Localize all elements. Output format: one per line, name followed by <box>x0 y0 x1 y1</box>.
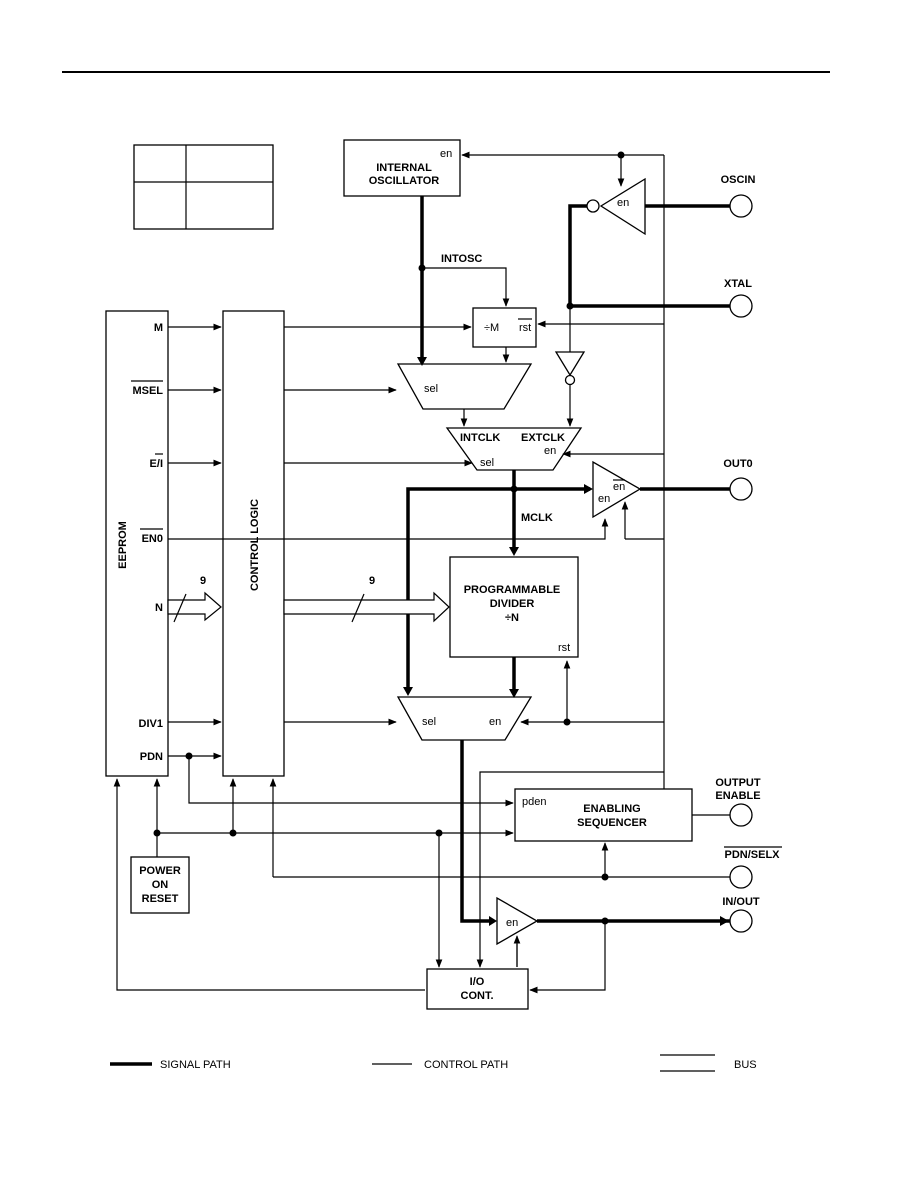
pin-oscin-label: OSCIN <box>721 174 756 186</box>
prog-div-label-3: ÷N <box>505 612 519 624</box>
out0-buffer: en en <box>592 460 642 519</box>
pin-pdn-selx-label: PDN/SELX <box>724 849 780 861</box>
seq-label-1: ENABLING <box>583 803 640 815</box>
control-logic-block: CONTROL LOGIC <box>222 310 285 777</box>
pin-xtal: XTAL <box>724 278 753 318</box>
eeprom-pin-en0: EN0 <box>142 533 163 545</box>
eeprom-label: EEPROM <box>117 521 129 569</box>
intosc-label: INTOSC <box>441 253 482 265</box>
bus-width-1: 9 <box>200 575 206 587</box>
pin-pdn-selx: PDN/SELX <box>724 846 782 889</box>
mux-out: sel en <box>396 696 533 741</box>
junction-dots <box>153 151 625 925</box>
pin-output-enable-label-1: OUTPUT <box>715 777 761 789</box>
internal-osc-label-1: INTERNAL <box>376 162 432 174</box>
internal-osc-label-2: OSCILLATOR <box>369 175 440 187</box>
power-on-reset: POWER ON RESET <box>130 856 190 914</box>
mux-sel: sel <box>396 363 533 410</box>
pin-in-out-label: IN/OUT <box>722 896 760 908</box>
pin-output-enable-label-2: ENABLE <box>715 790 760 802</box>
legend-signal-path: SIGNAL PATH <box>160 1059 231 1071</box>
io-cont-label-1: I/O <box>470 976 485 988</box>
mux-sel-label: sel <box>424 383 438 395</box>
mux-out-en: en <box>489 716 501 728</box>
io-controller: I/O CONT. <box>426 968 529 1010</box>
oscin-buffer-en: en <box>617 197 629 209</box>
seq-label-2: SEQUENCER <box>577 817 647 829</box>
pin-xtal-label: XTAL <box>724 278 752 290</box>
legend: SIGNAL PATH CONTROL PATH BUS <box>110 1054 757 1072</box>
pin-out0: OUT0 <box>723 458 753 501</box>
inout-buffer-en: en <box>506 917 518 929</box>
legend-control-path: CONTROL PATH <box>424 1059 508 1071</box>
eeprom-pin-m: M <box>154 322 163 334</box>
prog-div-rst: rst <box>558 642 570 654</box>
bus-width-2: 9 <box>369 575 375 587</box>
pin-out0-label: OUT0 <box>723 458 752 470</box>
intclk-label: INTCLK <box>460 432 500 444</box>
control-paths <box>113 151 730 994</box>
xtal-buffer <box>554 351 586 386</box>
prog-div-label-1: PROGRAMMABLE <box>464 584 561 596</box>
programmable-divider: PROGRAMMABLE DIVIDER ÷N rst <box>449 556 579 658</box>
internal-oscillator: INTERNAL OSCILLATOR en <box>343 139 461 197</box>
oscin-buffer: en <box>586 177 646 236</box>
divide-m-label: ÷M <box>484 322 499 334</box>
eeprom-pin-ei: E/I <box>150 458 163 470</box>
pin-output-enable: OUTPUT ENABLE <box>715 777 761 827</box>
pin-in-out: IN/OUT <box>722 896 760 933</box>
eeprom-pin-div1: DIV1 <box>139 718 163 730</box>
legend-bus: BUS <box>734 1059 757 1071</box>
signal-arrowheads <box>403 357 729 926</box>
eeprom-pin-pdn: PDN <box>140 751 163 763</box>
eeprom-block: EEPROM M MSEL E/I EN0 N DIV1 PDN <box>105 310 169 777</box>
enabling-sequencer: pden ENABLING SEQUENCER <box>514 788 693 842</box>
prog-div-label-2: DIVIDER <box>490 598 535 610</box>
mux-out-sel: sel <box>422 716 436 728</box>
empty-table <box>133 144 274 230</box>
eeprom-pin-n: N <box>155 602 163 614</box>
bus-n-divider: 9 <box>283 575 450 623</box>
out0-buffer-en-1: en <box>613 481 625 493</box>
out0-buffer-en-2: en <box>598 493 610 505</box>
control-logic-label: CONTROL LOGIC <box>249 499 261 591</box>
pin-oscin: OSCIN <box>721 174 756 218</box>
seq-pden: pden <box>522 796 546 808</box>
por-label-2: ON <box>152 879 169 891</box>
eeprom-pin-msel: MSEL <box>132 385 163 397</box>
io-cont-label-2: CONT. <box>461 990 494 1002</box>
divide-m-block: ÷M rst <box>472 307 537 348</box>
mux-clk: INTCLK EXTCLK en sel <box>445 427 583 471</box>
por-label-1: POWER <box>139 865 181 877</box>
extclk-label: EXTCLK <box>521 432 565 444</box>
por-label-3: RESET <box>142 893 179 905</box>
internal-osc-en: en <box>440 148 452 160</box>
divide-m-rst: rst <box>519 322 531 334</box>
mux-clk-sel: sel <box>480 457 494 469</box>
mclk-label: MCLK <box>521 512 553 524</box>
signal-paths <box>406 196 730 923</box>
bus-n-eeprom: 9 <box>167 575 222 623</box>
mux-clk-en: en <box>544 445 556 457</box>
